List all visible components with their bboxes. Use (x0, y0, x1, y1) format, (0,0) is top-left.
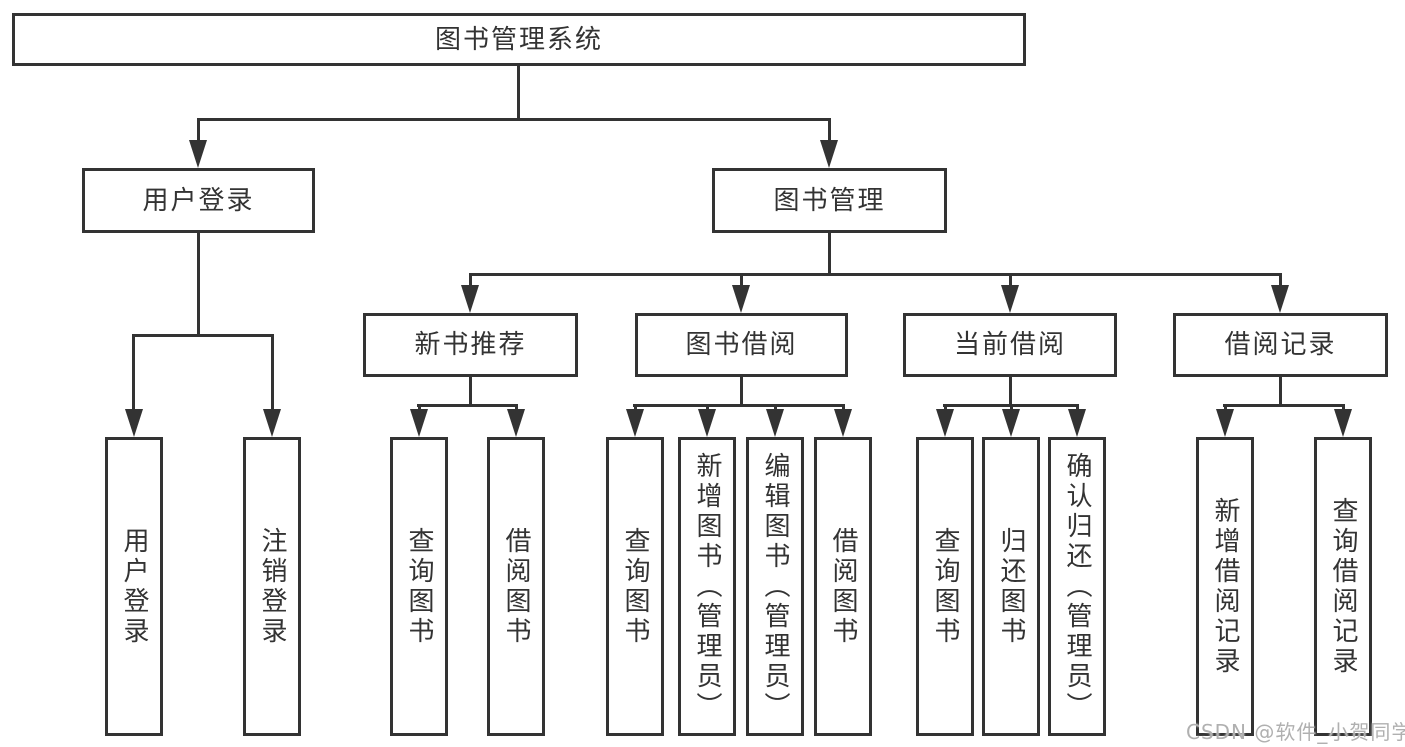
leaf-logout-label: 注销登录 (257, 526, 287, 647)
connector-line (633, 404, 845, 407)
connector-line (417, 404, 518, 407)
connector-line (132, 334, 274, 337)
leaf-user-login: 用户登录 (105, 437, 163, 736)
connector-line (740, 275, 743, 289)
arrowhead (1001, 285, 1019, 313)
node-new-book-recommend-label: 新书推荐 (414, 330, 527, 360)
connector-line (740, 377, 743, 406)
connector-line (828, 120, 831, 146)
leaf-add-books-admin-label: 新增图书（管理员） (692, 451, 722, 722)
node-root: 图书管理系统 (12, 13, 1026, 66)
leaf-query-borrow-record: 查询借阅记录 (1314, 437, 1372, 736)
connector-line (469, 273, 1282, 276)
leaf-query-books-current-label: 查询图书 (930, 526, 960, 647)
connector-line (1009, 377, 1012, 406)
arrowhead (698, 409, 716, 437)
leaf-borrow-books: 借阅图书 (814, 437, 872, 736)
node-user-login-label: 用户登录 (142, 185, 255, 216)
leaf-add-borrow-record-label: 新增借阅记录 (1210, 496, 1240, 677)
arrowhead (125, 409, 143, 437)
leaf-query-books-borrow-label: 查询图书 (620, 526, 650, 647)
connector-line (517, 66, 520, 120)
arrowhead (1216, 409, 1234, 437)
leaf-query-books-borrow: 查询图书 (606, 437, 664, 736)
connector-line (197, 120, 200, 146)
connector-line (271, 336, 274, 412)
leaf-confirm-return-admin: 确认归还（管理员） (1048, 437, 1106, 736)
node-borrow-records-label: 借阅记录 (1224, 330, 1337, 360)
node-new-book-recommend: 新书推荐 (363, 313, 578, 377)
leaf-borrow-books-label: 借阅图书 (828, 526, 858, 647)
node-book-management: 图书管理 (712, 168, 947, 233)
leaf-add-books-admin: 新增图书（管理员） (678, 437, 736, 736)
leaf-edit-books-admin: 编辑图书（管理员） (746, 437, 804, 736)
leaf-logout: 注销登录 (243, 437, 301, 736)
arrowhead (626, 409, 644, 437)
arrowhead (1334, 409, 1352, 437)
node-borrow-records: 借阅记录 (1173, 313, 1388, 377)
node-user-login: 用户登录 (82, 168, 315, 233)
arrowhead (834, 409, 852, 437)
arrowhead (507, 409, 525, 437)
connector-line (1009, 275, 1012, 289)
connector-line (1279, 275, 1282, 289)
arrowhead (410, 409, 428, 437)
leaf-return-books-label: 归还图书 (996, 526, 1026, 647)
leaf-query-books-recommend-label: 查询图书 (404, 526, 434, 647)
arrowhead (189, 140, 207, 168)
leaf-add-borrow-record: 新增借阅记录 (1196, 437, 1254, 736)
node-book-borrow: 图书借阅 (635, 313, 848, 377)
connector-line (1223, 404, 1345, 407)
arrowhead (936, 409, 954, 437)
arrowhead (766, 409, 784, 437)
node-current-borrow-label: 当前借阅 (953, 330, 1066, 360)
arrowhead (1002, 409, 1020, 437)
node-root-label: 图书管理系统 (434, 24, 603, 55)
leaf-user-login-label: 用户登录 (119, 526, 149, 647)
connector-line (132, 336, 135, 412)
connector-line (943, 404, 1079, 407)
arrowhead (1271, 285, 1289, 313)
arrowhead (1068, 409, 1086, 437)
arrowhead (263, 409, 281, 437)
watermark-text: CSDN @软件_小贺同学 (1186, 720, 1405, 744)
connector-line (469, 377, 472, 406)
node-current-borrow: 当前借阅 (903, 313, 1117, 377)
connector-line (197, 233, 200, 336)
leaf-query-borrow-record-label: 查询借阅记录 (1328, 496, 1358, 677)
arrowhead (732, 285, 750, 313)
leaf-edit-books-admin-label: 编辑图书（管理员） (760, 451, 790, 722)
arrowhead (461, 285, 479, 313)
connector-line (828, 233, 831, 275)
node-book-borrow-label: 图书借阅 (685, 330, 798, 360)
arrowhead (820, 140, 838, 168)
connector-line (469, 275, 472, 289)
leaf-query-books-recommend: 查询图书 (390, 437, 448, 736)
connector-line (197, 118, 831, 121)
leaf-return-books: 归还图书 (982, 437, 1040, 736)
connector-line (1279, 377, 1282, 406)
leaf-borrow-books-recommend-label: 借阅图书 (501, 526, 531, 647)
leaf-borrow-books-recommend: 借阅图书 (487, 437, 545, 736)
node-book-management-label: 图书管理 (773, 185, 886, 216)
leaf-query-books-current: 查询图书 (916, 437, 974, 736)
leaf-confirm-return-admin-label: 确认归还（管理员） (1062, 451, 1092, 722)
